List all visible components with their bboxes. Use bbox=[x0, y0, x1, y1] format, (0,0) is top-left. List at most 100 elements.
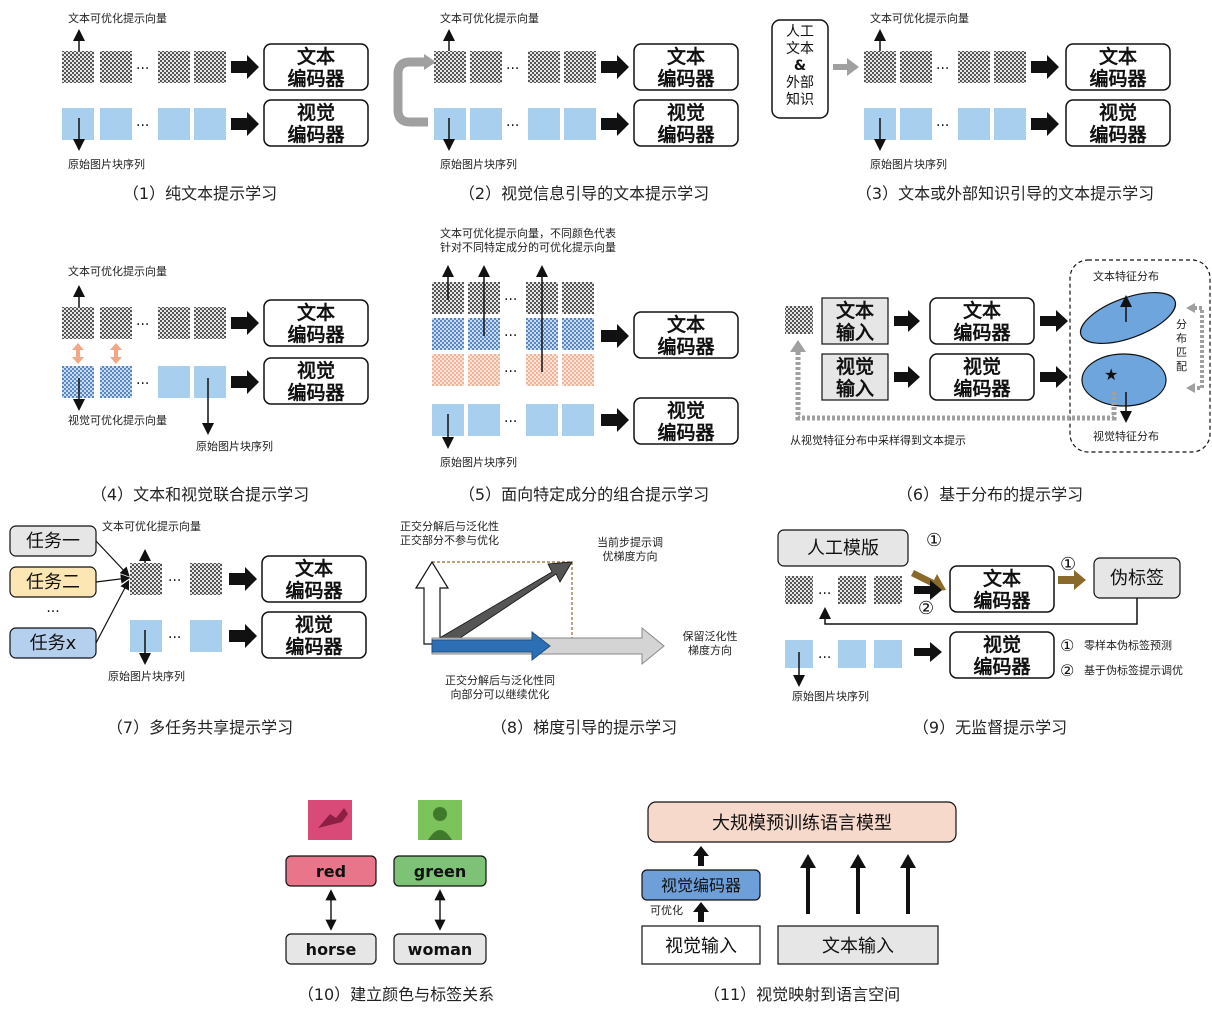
p9-manual-template-label: 人工模版 bbox=[807, 538, 879, 559]
p7-task1-label: 任务一 bbox=[26, 531, 80, 552]
p2-arrow-to-visual-encoder bbox=[601, 112, 629, 136]
p2-text-prompt-label: 文本可优化提示向量 bbox=[440, 11, 539, 25]
p3-arrow-to-visual-encoder bbox=[1031, 112, 1059, 136]
p5-arrow-to-visual-encoder bbox=[601, 408, 629, 432]
p4-image-patch bbox=[158, 366, 190, 398]
p9-legend-2-text: 基于伪标签提示调优 bbox=[1084, 663, 1183, 677]
p1-text-prompt-label: 文本可优化提示向量 bbox=[68, 11, 167, 25]
p4-text-prompt-token bbox=[194, 307, 226, 339]
p10-woman-label: woman bbox=[408, 940, 473, 959]
p4-arrow-to-text-encoder bbox=[231, 311, 259, 335]
p9-legend-1-text: 零样本伪标签预测 bbox=[1084, 638, 1172, 652]
p7-task1-link bbox=[96, 541, 128, 575]
p7-dots: ··· bbox=[168, 573, 181, 589]
p9-image-patch bbox=[874, 640, 902, 668]
p1-image-patch bbox=[158, 108, 190, 140]
p11-up-arrow-visual bbox=[693, 846, 709, 866]
p8-orthogonal-arrow bbox=[416, 562, 448, 644]
p9-prompt-token bbox=[874, 576, 902, 604]
p7-arrow-to-visual-encoder bbox=[229, 624, 257, 648]
p7-text-prompt-label: 文本可优化提示向量 bbox=[102, 519, 201, 533]
p6-dist-match-bracket bbox=[1194, 308, 1202, 388]
p5-prompt-token-component-a bbox=[562, 318, 594, 350]
p9-dots: ··· bbox=[818, 586, 831, 602]
panel-7: 任务一 任务二 ··· 任务x 文本可优化提示向量 ··· 文本编码器 ··· … bbox=[10, 519, 366, 737]
caption-3: （3）文本或外部知识引导的文本提示学习 bbox=[856, 184, 1154, 203]
p8-current-gradient-arrow bbox=[436, 562, 572, 650]
p8-keep-grad-label: 保留泛化性梯度方向 bbox=[683, 629, 738, 657]
p1-text-prompt-token bbox=[62, 51, 94, 83]
p6-visual-input-label: 视觉输入 bbox=[836, 355, 874, 400]
p6-dist-match-label: 分布匹配 bbox=[1176, 318, 1187, 373]
caption-4: （4）文本和视觉联合提示学习 bbox=[91, 485, 309, 504]
p6-arrow-to-visual-dist bbox=[1040, 366, 1068, 388]
p6-arrow-to-text-dist bbox=[1040, 310, 1068, 332]
panel-4: 文本可优化提示向量 ··· 文本编码器 ··· 视觉编码器 视觉可优化提示向量 … bbox=[62, 264, 368, 504]
p9-pseudo-label-text: 伪标签 bbox=[1110, 568, 1164, 589]
caption-1: （1）纯文本提示学习 bbox=[123, 184, 277, 203]
p11-text-up-arrow bbox=[850, 854, 866, 914]
panel-2: 文本可优化提示向量 ··· 文本编码器 ··· 视觉编码器 原始图片块序列 （2… bbox=[398, 11, 738, 203]
p11-up-arrow-input bbox=[693, 902, 709, 922]
p2-arrow-to-text-encoder bbox=[601, 55, 629, 79]
p2-text-prompt-token bbox=[564, 51, 596, 83]
p1-image-patch bbox=[62, 108, 94, 140]
p5-dots: ··· bbox=[504, 414, 517, 430]
p6-prompt-token bbox=[785, 306, 813, 334]
p9-step1-marker: ① bbox=[926, 530, 942, 551]
p2-image-patch bbox=[528, 108, 560, 140]
p11-text-input-label: 文本输入 bbox=[822, 936, 894, 957]
p10-horse-label: horse bbox=[306, 940, 357, 959]
p9-step2-marker: ② bbox=[918, 598, 934, 619]
p4-dots: ··· bbox=[136, 317, 149, 333]
p10-woman-silhouette bbox=[433, 807, 447, 821]
p9-prompt-token bbox=[838, 576, 866, 604]
p11-visual-input-label: 视觉输入 bbox=[665, 936, 737, 957]
p5-prompt-token-component-b bbox=[468, 354, 500, 386]
p6-arrow-to-visual-encoder bbox=[894, 366, 920, 388]
star-icon: ★ bbox=[1104, 365, 1118, 384]
p9-legend-2-marker: ② bbox=[1060, 661, 1074, 680]
p11-llm-label: 大规模预训练语言模型 bbox=[712, 813, 892, 834]
p5-prompt-token-component-a bbox=[432, 318, 464, 350]
p8-orth-note: 正交分解后与泛化性正交部分不参与优化 bbox=[400, 519, 499, 547]
panel-6: 文本输入 文本编码器 视觉输入 视觉编码器 文本特征分布 ★ 视觉特征分布 分布… bbox=[785, 260, 1210, 504]
p3-text-prompt-token bbox=[958, 51, 990, 83]
p4-coupling-arrow bbox=[72, 343, 84, 364]
p5-dots: ··· bbox=[504, 364, 517, 380]
p3-arrow-to-text-encoder bbox=[1031, 55, 1059, 79]
p1-arrow-to-text-encoder bbox=[231, 55, 259, 79]
p1-text-prompt-token bbox=[194, 51, 226, 83]
p1-text-prompt-token bbox=[100, 51, 132, 83]
p4-orig-patches-label: 原始图片块序列 bbox=[196, 439, 273, 453]
p5-note-label: 文本可优化提示向量，不同颜色代表针对不同特定成分的可优化提示向量 bbox=[440, 226, 616, 254]
panel-3: 人工文本&外部知识 文本可优化提示向量 ··· 文本编码器 ··· 视觉编码器 … bbox=[772, 11, 1170, 203]
p2-image-patch bbox=[470, 108, 502, 140]
p7-shared-prompt-token bbox=[190, 563, 222, 595]
caption-9: （9）无监督提示学习 bbox=[913, 718, 1067, 737]
p4-text-prompt-token bbox=[100, 307, 132, 339]
p4-text-prompt-label: 文本可优化提示向量 bbox=[68, 264, 167, 278]
p5-image-patch bbox=[526, 404, 558, 436]
p4-arrow-to-visual-encoder bbox=[231, 370, 259, 394]
caption-2: （2）视觉信息引导的文本提示学习 bbox=[459, 184, 709, 203]
p9-dots: ··· bbox=[818, 650, 831, 666]
p3-orig-patches-label: 原始图片块序列 bbox=[870, 157, 947, 171]
p6-match-arrowhead bbox=[1186, 303, 1195, 313]
p2-text-prompt-token bbox=[528, 51, 560, 83]
p5-arrow-to-text-encoder bbox=[601, 324, 629, 348]
caption-7: （7）多任务共享提示学习 bbox=[107, 718, 293, 737]
p2-image-patch bbox=[564, 108, 596, 140]
p7-image-patch bbox=[190, 620, 222, 652]
p7-taskx-label: 任务x bbox=[30, 633, 77, 654]
p3-text-prompt-token bbox=[994, 51, 1026, 83]
p3-grey-arrow bbox=[833, 58, 859, 76]
p7-orig-patches-label: 原始图片块序列 bbox=[108, 669, 185, 683]
p6-text-input-label: 文本输入 bbox=[836, 299, 874, 344]
p9-prompt-token bbox=[785, 576, 813, 604]
p11-visual-encoder-label: 视觉编码器 bbox=[661, 876, 741, 895]
p4-visual-prompt-label: 视觉可优化提示向量 bbox=[68, 413, 167, 427]
p2-image-patch bbox=[434, 108, 466, 140]
p4-image-patch bbox=[194, 366, 226, 398]
